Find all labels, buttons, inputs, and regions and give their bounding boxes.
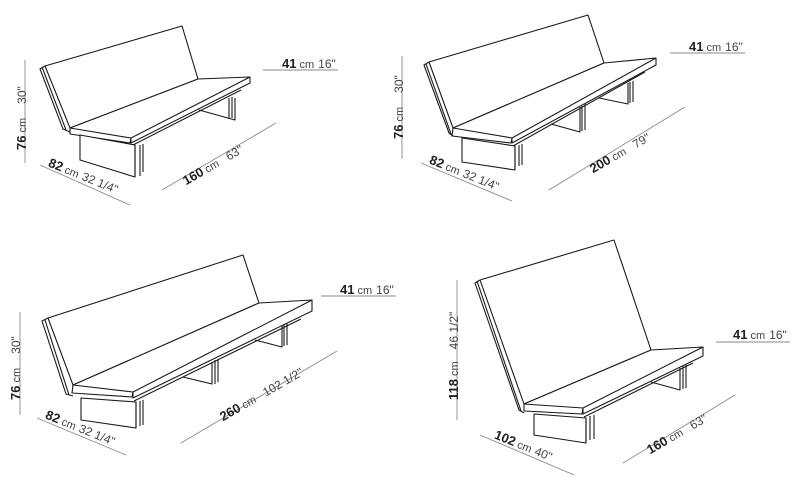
bench-260-height-label: 76 cm 30": [8, 336, 23, 400]
height-unit: cm: [449, 361, 461, 377]
height-cm-value: 76: [14, 135, 29, 150]
bench-260-drawing: [41, 254, 313, 429]
bench-200-drawing: [423, 14, 657, 171]
seat-inch-value: 16": [318, 57, 336, 71]
seat-unit: cm: [357, 285, 373, 297]
seat-unit: cm: [750, 330, 766, 342]
height-unit: cm: [11, 367, 23, 383]
bench-high-back-height-label: 118 cm 46 1/2": [446, 312, 461, 400]
seat-unit: cm: [299, 59, 315, 71]
seat-cm-value: 41: [689, 39, 704, 54]
height-unit: cm: [394, 106, 406, 122]
dimension-lines: [19, 52, 790, 476]
seat-cm-value: 41: [282, 56, 297, 71]
height-inch-value: 30": [15, 86, 29, 104]
seat-unit: cm: [706, 42, 722, 54]
bench-160-drawing: [39, 25, 251, 178]
seat-cm-value: 41: [340, 282, 355, 297]
seat-inch-value: 16": [725, 40, 743, 54]
height-inch-value: 30": [392, 75, 406, 93]
height-cm-value: 76: [8, 385, 23, 400]
seat-inch-value: 16": [376, 283, 394, 297]
bench-160-height-label: 76 cm 30": [14, 86, 29, 150]
height-cm-value: 76: [391, 124, 406, 139]
bench-high-back-drawing: [474, 239, 704, 444]
seat-cm-value: 41: [733, 327, 748, 342]
height-inch-value: 46 1/2": [447, 311, 461, 350]
height-inch-value: 30": [9, 336, 23, 354]
bench-200-height-label: 76 cm 30": [391, 75, 406, 139]
seat-inch-value: 16": [769, 328, 787, 342]
height-cm-value: 118: [446, 379, 461, 400]
height-unit: cm: [17, 117, 29, 133]
